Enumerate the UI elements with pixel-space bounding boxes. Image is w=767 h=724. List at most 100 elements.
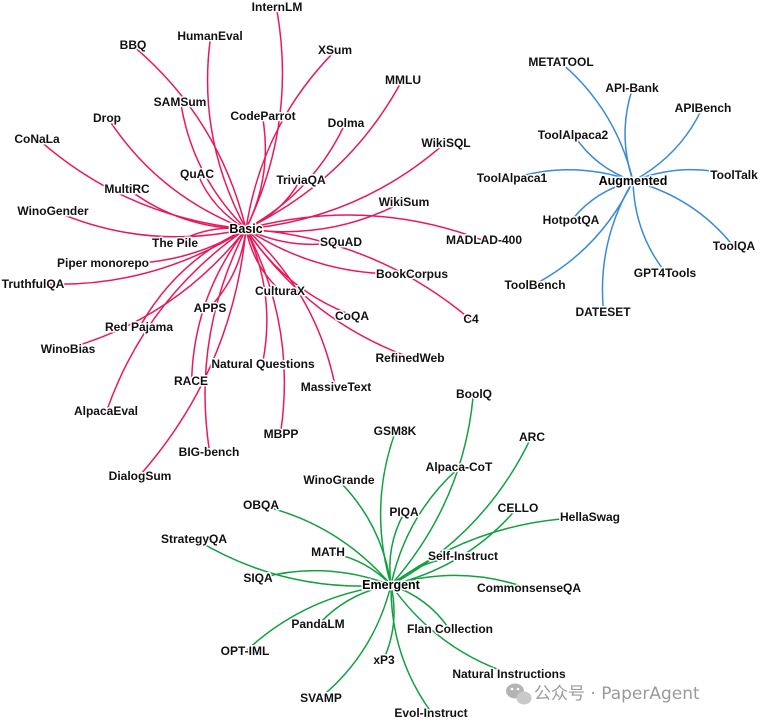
node-bbq: BBQ <box>120 38 147 52</box>
node-alpacaeval: AlpacaEval <box>74 404 138 418</box>
node-triviaqa: TriviaQA <box>276 173 326 187</box>
edge-augmented-api-bank <box>624 89 634 182</box>
hub-augmented: Augmented <box>599 174 668 188</box>
edge-basic-c4 <box>245 228 470 320</box>
edge-basic-the-pile <box>176 227 247 244</box>
edge-basic-samsum <box>180 103 247 230</box>
edge-basic-alpacaeval <box>106 228 247 411</box>
edge-emergent-natural-instructions <box>390 584 509 674</box>
edge-emergent-commonsenseqa <box>390 574 528 589</box>
node-multirc: MultiRC <box>104 182 150 196</box>
edge-basic-wikisql <box>245 143 445 230</box>
node-toolalpaca2: ToolAlpaca2 <box>538 128 609 142</box>
edge-basic-humaneval <box>206 37 247 230</box>
edge-augmented-toolqa <box>632 180 734 246</box>
edge-emergent-strategyqa <box>195 538 392 587</box>
node-xsum: XSum <box>318 43 352 57</box>
node-natural-questions: Natural Questions <box>211 357 315 371</box>
node-obqa: OBQA <box>243 498 279 512</box>
node-pandalm: PandaLM <box>291 617 344 631</box>
edge-emergent-gsm8k <box>379 432 396 586</box>
edge-basic-truthfulqa <box>34 228 247 285</box>
node-dialogsum: DialogSum <box>109 469 172 483</box>
edge-basic-big-bench <box>204 228 247 451</box>
node-culturax: CulturaX <box>255 284 305 298</box>
node-codeparrot: CodeParrot <box>230 109 295 123</box>
node-massivetext: MassiveText <box>301 380 371 394</box>
node-piper-monorepo: Piper monorepo <box>57 256 149 270</box>
node-apps: APPS <box>194 301 227 315</box>
edge-basic-mmlu <box>245 80 403 230</box>
edge-emergent-siqa <box>259 569 392 586</box>
node-arc: ARC <box>519 430 545 444</box>
edge-augmented-toolalpaca1 <box>513 169 634 182</box>
edge-basic-quac <box>197 174 247 230</box>
node-self-instruct: Self-Instruct <box>428 549 498 563</box>
node-coqa: CoQA <box>335 309 369 323</box>
edge-basic-triviaqa <box>245 180 301 230</box>
node-race: RACE <box>174 374 208 388</box>
node-mbpp: MBPP <box>264 427 299 441</box>
edge-basic-massivetext <box>245 228 336 387</box>
edge-basic-drop <box>107 118 247 230</box>
edge-basic-mbpp <box>245 228 286 433</box>
node-c4: C4 <box>463 312 479 326</box>
edge-basic-bbq <box>133 45 247 230</box>
node-toolqa: ToolQA <box>713 239 756 253</box>
edge-emergent-flan-collection <box>390 584 450 629</box>
node-quac: QuAC <box>180 167 214 181</box>
wechat-icon <box>506 683 532 705</box>
node-piqa: PIQA <box>389 505 419 519</box>
edge-augmented-tooltalk <box>632 168 733 182</box>
edge-augmented-apibench <box>632 108 703 182</box>
node-hellaswag: HellaSwag <box>560 510 620 524</box>
edge-emergent-arc <box>390 437 532 586</box>
edge-augmented-hotpotqa <box>571 180 634 220</box>
node-flan-collection: Flan Collection <box>407 622 493 636</box>
node-the-pile: The Pile <box>152 236 198 250</box>
node-cello: CELLO <box>498 501 539 515</box>
edge-basic-dialogsum <box>140 228 247 475</box>
node-gsm8k: GSM8K <box>374 424 417 438</box>
node-dateset: DATESET <box>575 305 631 319</box>
node-evol-instruct: Evol-Instruct <box>394 706 467 720</box>
node-mmlu: MMLU <box>385 73 421 87</box>
edge-emergent-opt-iml <box>246 584 392 651</box>
node-math: MATH <box>311 545 345 559</box>
edge-basic-codeparrot <box>245 117 267 230</box>
watermark: 公众号 · PaperAgent <box>506 683 700 705</box>
node-siqa: SIQA <box>243 571 273 585</box>
node-strategyqa: StrategyQA <box>161 532 227 546</box>
node-big-bench: BIG-bench <box>179 445 240 459</box>
node-commonsenseqa: CommonsenseQA <box>477 581 581 595</box>
edge-augmented-dateset <box>601 180 634 311</box>
edges-layer <box>34 8 734 712</box>
edge-basic-refinedweb <box>245 228 410 358</box>
node-hotpotqa: HotpotQA <box>543 213 600 227</box>
node-truthfulqa: TruthfulQA <box>2 277 65 291</box>
node-tooltalk: ToolTalk <box>710 168 758 182</box>
node-squad: SQuAD <box>320 235 362 249</box>
node-apibench: APIBench <box>675 101 732 115</box>
node-xp3: xP3 <box>373 653 395 667</box>
node-wikisql: WikiSQL <box>421 136 470 150</box>
edge-augmented-toolbench <box>535 180 634 285</box>
node-winogrande: WinoGrande <box>303 473 375 487</box>
node-refinedweb: RefinedWeb <box>375 351 444 365</box>
edge-emergent-piqa <box>389 513 405 586</box>
node-toolbench: ToolBench <box>504 278 565 292</box>
edge-basic-winogender <box>54 210 247 238</box>
edge-emergent-self-instruct <box>390 555 462 586</box>
edge-emergent-evol-instruct <box>390 584 432 712</box>
node-dolma: Dolma <box>328 116 365 130</box>
node-svamp: SVAMP <box>300 691 342 705</box>
node-drop: Drop <box>93 111 121 125</box>
watermark-text: 公众号 · PaperAgent <box>534 684 700 704</box>
edge-basic-madlad-400 <box>245 214 483 241</box>
node-gpt4tools: GPT4Tools <box>634 266 697 280</box>
node-wikisum: WikiSum <box>379 195 430 209</box>
edge-augmented-gpt4tools <box>632 180 666 272</box>
node-winobias: WinoBias <box>41 342 96 356</box>
